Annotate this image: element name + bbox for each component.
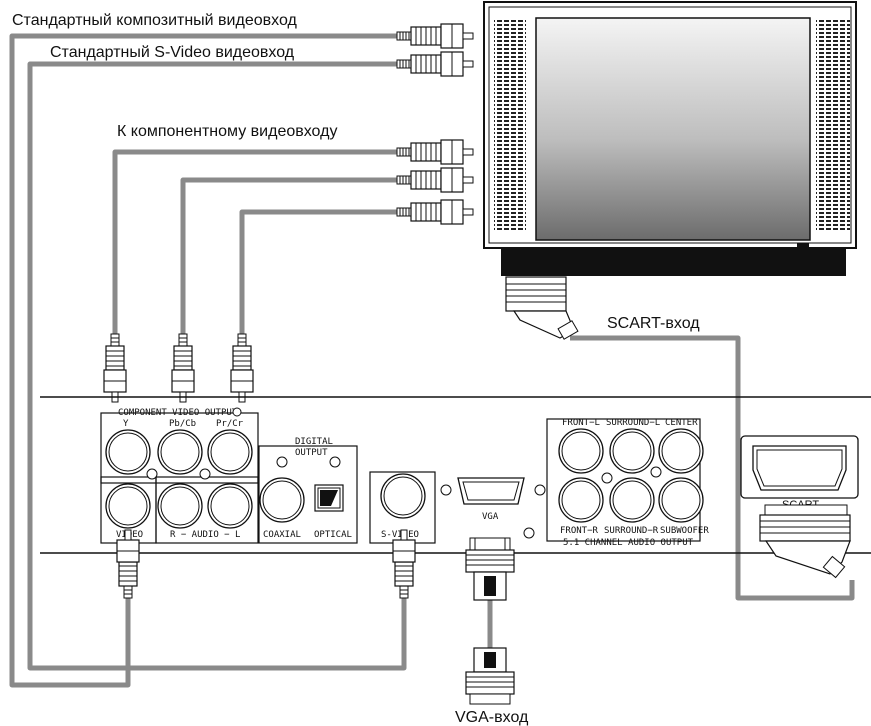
vga-port	[457, 477, 525, 505]
svideo-cable	[27, 61, 407, 671]
tv-speaker-left	[494, 20, 526, 232]
coaxial-jack	[259, 477, 305, 523]
pr-jack	[207, 429, 253, 475]
y-jack	[105, 429, 151, 475]
composite-cable	[9, 33, 397, 688]
vga-label: VGA	[482, 512, 499, 522]
front-l-jack	[558, 428, 604, 474]
surround-r-jack	[609, 477, 655, 523]
subwoofer-jack	[658, 477, 704, 523]
optical-port	[314, 484, 344, 512]
svideo-plug-player	[392, 529, 416, 599]
scart-plug-tv	[505, 276, 579, 340]
composite-input-label: Стандартный композитный видеовход	[12, 12, 297, 29]
channel-output-label: 5.1 CHANNEL AUDIO OUTPUT	[563, 538, 694, 548]
y-label: Y	[123, 419, 129, 429]
tv-stand	[501, 248, 846, 276]
component-pr-cable	[239, 209, 397, 334]
front-r-label: FRONT−R	[560, 526, 599, 536]
s-video-jack	[380, 473, 426, 519]
front-l-label: FRONT−L	[562, 418, 600, 428]
cables	[9, 33, 855, 688]
video-jack	[105, 483, 151, 529]
vga-plug-player	[465, 537, 515, 601]
coaxial-label: COAXIAL	[263, 530, 301, 540]
component-y-cable	[112, 149, 397, 334]
subwoofer-label: SUBWOOFER	[660, 526, 709, 536]
audio-l-jack	[207, 483, 253, 529]
scart-socket: SCART	[740, 435, 859, 511]
component-plugs	[103, 333, 254, 403]
scart-input-label: SCART-вход	[607, 315, 700, 332]
optical-label: OPTICAL	[314, 530, 352, 540]
svideo-input-label: Стандартный S-Video видеовход	[50, 44, 295, 61]
digital-label: DIGITAL	[295, 437, 333, 447]
tv-screen	[535, 17, 811, 241]
scart-cable	[570, 335, 855, 601]
component-video-output-label: COMPONENT VIDEO OUTPUT	[118, 408, 238, 418]
output-label: OUTPUT	[295, 448, 328, 458]
center-jack	[658, 428, 704, 474]
vga-input-label: VGA-вход	[455, 709, 529, 726]
pb-jack	[157, 429, 203, 475]
audio-r-jack	[157, 483, 203, 529]
component-pb-cable	[180, 177, 397, 334]
center-label: CENTER	[665, 418, 698, 428]
s-video-label: S-VIDEO	[381, 530, 419, 540]
scart-plug-player	[759, 504, 851, 579]
tv-power-indicator	[797, 243, 809, 247]
pb-cb-label: Pb/Cb	[169, 419, 196, 429]
tv-speaker-right	[816, 20, 850, 232]
vga-plug-input	[465, 647, 515, 705]
composite-plug-player	[116, 529, 140, 599]
audio-label: R − AUDIO − L	[170, 530, 240, 540]
front-r-jack	[558, 477, 604, 523]
television	[483, 1, 857, 276]
component-input-label: К компонентному видеовходу	[117, 123, 337, 140]
tv-side-plugs	[396, 23, 474, 225]
surround-l-jack	[609, 428, 655, 474]
surround-l-label: SURROUND−L	[606, 418, 660, 428]
surround-r-label: SURROUND−R	[604, 526, 659, 536]
pr-cr-label: Pr/Cr	[216, 419, 244, 429]
